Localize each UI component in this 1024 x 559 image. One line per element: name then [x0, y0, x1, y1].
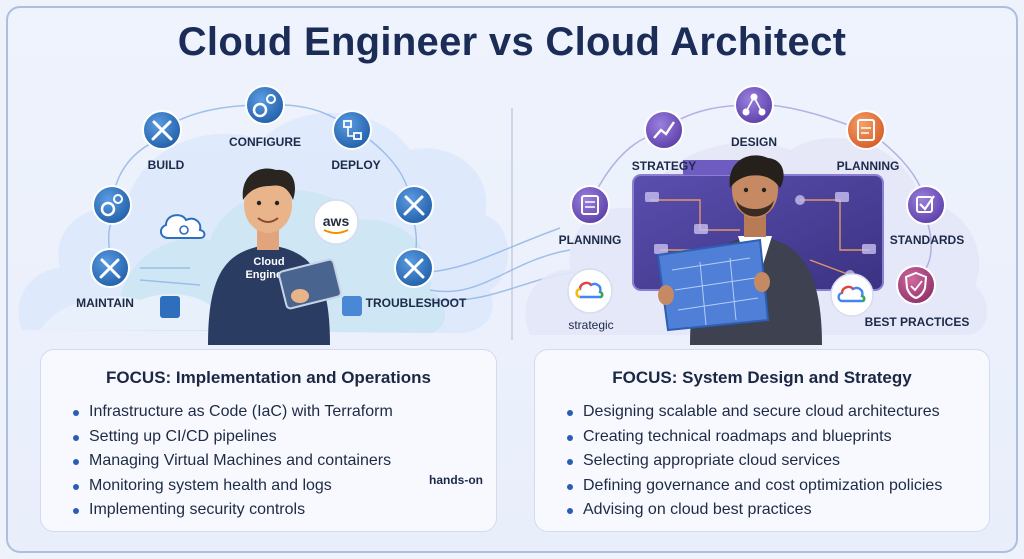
standards-icon [906, 185, 946, 225]
list-item: Managing Virtual Machines and containers [73, 449, 393, 474]
planning-document-icon [570, 185, 610, 225]
configure-icon [245, 85, 285, 125]
troubleshoot-icon [394, 248, 434, 288]
architect-duties-list: Designing scalable and secure cloud arch… [567, 400, 942, 523]
label-standards: STANDARDS [889, 233, 965, 247]
list-item: Advising on cloud best practices [567, 498, 942, 523]
maintain-icon [90, 248, 130, 288]
list-item: Infrastructure as Code (IaC) with Terraf… [73, 400, 393, 425]
engineer-duties-list: Infrastructure as Code (IaC) with Terraf… [73, 400, 393, 523]
engineer-focus-panel: FOCUS: Implementation and Operations Inf… [40, 349, 497, 532]
deploy-icon [332, 110, 372, 150]
label-configure: CONFIGURE [229, 135, 301, 149]
server-chip-icon [342, 296, 362, 316]
svg-text:aws: aws [323, 213, 350, 229]
cloud-gauge-icon [160, 214, 206, 239]
engineer-focus-title: FOCUS: Implementation and Operations [106, 368, 431, 387]
svg-text:Cloud: Cloud [253, 256, 284, 268]
list-item: Creating technical roadmaps and blueprin… [567, 425, 942, 450]
list-item: Implementing security controls [73, 498, 393, 523]
label-strategy: STRATEGY [631, 159, 697, 173]
list-item: Setting up CI/CD pipelines [73, 425, 393, 450]
label-planning-left: PLANNING [558, 233, 622, 247]
label-troubleshoot: TROUBLESHOOT [365, 296, 467, 310]
build-icon [142, 110, 182, 150]
strategy-icon [644, 110, 684, 150]
label-planning-right: PLANNING [836, 159, 900, 173]
page-title: Cloud Engineer vs Cloud Architect [177, 20, 847, 64]
hands-on-tag: hands-on [429, 473, 483, 487]
terraform-icon [160, 296, 180, 318]
design-icon [734, 85, 774, 125]
gears-icon [92, 185, 132, 225]
planning-clipboard-icon [846, 110, 886, 150]
list-item: Monitoring system health and logs [73, 474, 393, 499]
aws-logo: aws [313, 199, 359, 245]
architect-focus-panel: FOCUS: System Design and Strategy Design… [534, 349, 990, 532]
label-build: BUILD [147, 158, 185, 172]
label-design: DESIGN [730, 135, 778, 149]
best-practices-shield-icon [896, 265, 936, 305]
list-item: Designing scalable and secure cloud arch… [567, 400, 942, 425]
cloud-architect-figure [656, 155, 822, 345]
list-item: Selecting appropriate cloud services [567, 449, 942, 474]
wrench-icon-right [394, 185, 434, 225]
google-cloud-logo-right [830, 273, 874, 317]
cloud-engineer-figure: Cloud Engineer [208, 168, 342, 345]
label-strategic: strategic [568, 318, 614, 332]
label-deploy: DEPLOY [331, 158, 381, 172]
label-maintain: MAINTAIN [76, 296, 134, 310]
architect-focus-title: FOCUS: System Design and Strategy [612, 368, 912, 387]
label-best-practices: BEST PRACTICES [864, 315, 970, 329]
google-cloud-logo-left [567, 268, 613, 314]
list-item: Defining governance and cost optimizatio… [567, 474, 942, 499]
